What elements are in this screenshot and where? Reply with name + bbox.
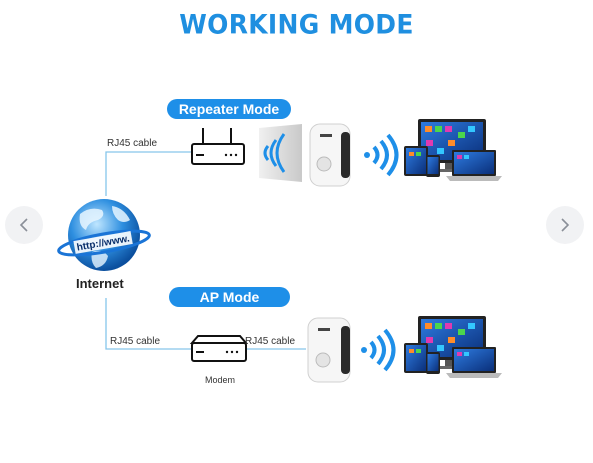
wifi-signal-icon <box>361 328 396 372</box>
devices-icon <box>404 316 502 378</box>
router-icon <box>191 128 245 165</box>
cable-lines <box>105 151 306 350</box>
repeater-icon <box>309 123 351 187</box>
ap-mode-pill: AP Mode <box>169 287 290 307</box>
globe-icon: http://www. <box>57 199 151 271</box>
repeater-mode-pill: Repeater Mode <box>167 99 291 119</box>
cable-label: RJ45 cable <box>107 138 158 149</box>
devices-icon <box>404 119 502 181</box>
signal-panel <box>259 124 302 182</box>
chevron-right-icon <box>561 218 570 232</box>
modem-icon <box>189 335 249 362</box>
next-button[interactable] <box>546 206 584 244</box>
modem-label: Modem <box>205 375 236 385</box>
page-title: WORKING MODE <box>179 8 414 41</box>
chevron-left-icon <box>19 218 28 232</box>
prev-button[interactable] <box>5 206 43 244</box>
repeater-icon <box>307 317 351 383</box>
internet-label: Internet <box>76 276 124 291</box>
wifi-signal-icon <box>364 133 399 177</box>
cable-label: RJ45 cable <box>110 336 161 347</box>
cable-label: RJ45 cable <box>245 336 296 347</box>
